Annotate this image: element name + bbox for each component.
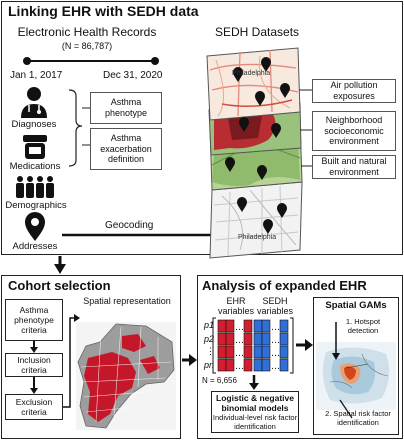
date-start: Jan 1, 2017 — [10, 70, 63, 81]
people-icon — [16, 176, 54, 198]
ehr-vars-label: EHR variables — [217, 296, 255, 317]
label-addresses: Addresses — [12, 241, 58, 252]
ehr-title: Electronic Health Records — [17, 25, 157, 39]
neighborhood-box: Neighborhood socioeconomic environment — [312, 111, 396, 151]
svg-text:…: … — [235, 336, 244, 346]
gam-step2: 2. Spatial risk factor identification — [325, 409, 391, 427]
n-label: N = 6,656 — [202, 376, 237, 385]
pill-icon — [23, 135, 47, 159]
asthma-criteria-box: Asthma phenotype criteria — [5, 299, 63, 341]
label-diagnoses: Diagnoses — [11, 119, 57, 130]
gams-title: Spatial GAMs — [325, 300, 387, 311]
air-pollution-box: Air pollution exposures — [312, 79, 396, 103]
asthma-exacerbation-box: Asthma exacerbation definition — [90, 128, 162, 170]
analysis-title: Analysis of expanded EHR — [202, 278, 367, 293]
geocoding-label: Geocoding — [105, 220, 154, 231]
cohort-title: Cohort selection — [8, 278, 111, 293]
svg-text:…: … — [271, 336, 280, 346]
label-demographics: Demographics — [5, 200, 67, 211]
date-end: Dec 31, 2020 — [103, 70, 163, 81]
inclusion-box: Inclusion criteria — [5, 353, 63, 377]
svg-text:…: … — [271, 349, 280, 359]
gam-step1: 1. Hotspot detection — [345, 317, 381, 335]
svg-text:…: … — [271, 323, 280, 333]
ehr-n: (N = 86,787) — [61, 41, 113, 51]
svg-text:…: … — [235, 323, 244, 333]
doctor-icon — [21, 87, 47, 118]
row-label-p1: p1 — [204, 320, 215, 330]
models-title: Logistic & negative binomial models — [216, 392, 294, 413]
spatial-label: Spatial representation — [83, 296, 171, 306]
map-city-label-top: Philadelphia — [232, 70, 271, 77]
pin-icon — [25, 212, 45, 241]
cohort-map — [76, 322, 176, 430]
svg-text:…: … — [271, 362, 280, 372]
exclusion-box: Exclusion criteria — [5, 394, 63, 420]
gam-map — [316, 342, 396, 410]
svg-text:…: … — [235, 349, 244, 359]
sedh-vars-label: SEDH variables — [256, 296, 294, 317]
built-natural-box: Built and natural environment — [312, 155, 396, 179]
asthma-phenotype-box: Asthma phenotype — [90, 92, 162, 124]
map-city-label-bottom: Philadelphia — [238, 234, 277, 241]
label-medications: Medications — [9, 161, 61, 172]
svg-text:…: … — [235, 362, 244, 372]
row-label-pn: pn — [204, 360, 215, 370]
models-box: Logistic & negative binomial models Indi… — [211, 391, 299, 433]
row-label-dots: ⋮ — [206, 346, 215, 356]
linking-title: Linking EHR with SEDH data — [8, 3, 199, 19]
row-label-p2: p2 — [204, 334, 215, 344]
models-subtitle: Individual-level risk factor identificat… — [212, 413, 298, 432]
sedh-title: SEDH Datasets — [215, 25, 300, 39]
